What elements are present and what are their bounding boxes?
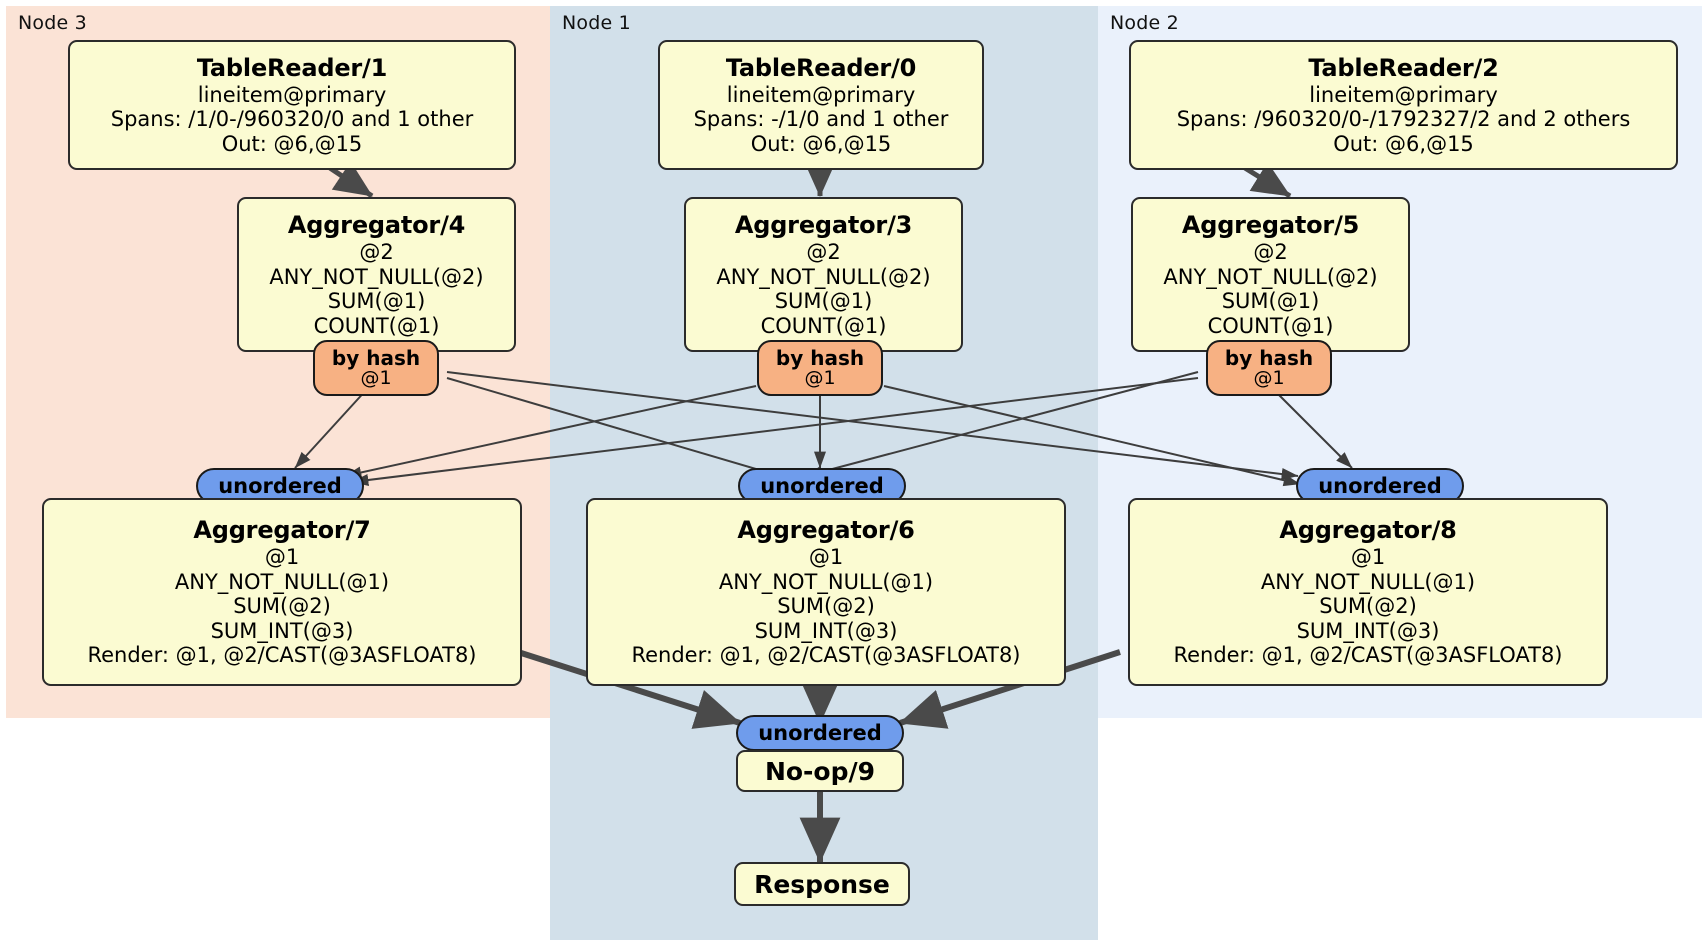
- processor-detail: ANY_NOT_NULL(@2): [716, 264, 931, 289]
- router-type-label: by hash: [1224, 345, 1314, 370]
- synchronizer-unordered-final[interactable]: unordered: [736, 715, 904, 751]
- processor-detail: @2: [359, 240, 394, 264]
- processor-box-aggregator-4[interactable]: Aggregator/4 @2 ANY_NOT_NULL(@2) SUM(@1)…: [237, 197, 516, 352]
- router-column-label: @1: [360, 366, 392, 389]
- processor-detail: COUNT(@1): [760, 313, 887, 338]
- processor-detail: SUM_INT(@3): [754, 618, 898, 643]
- processor-detail: lineitem@primary: [1309, 82, 1498, 107]
- processor-title: TableReader/1: [196, 53, 388, 82]
- processor-detail: ANY_NOT_NULL(@2): [269, 264, 484, 289]
- router-by-hash-right[interactable]: by hash @1: [1206, 340, 1332, 396]
- synchronizer-label: unordered: [760, 473, 884, 498]
- processor-box-tablereader-2[interactable]: TableReader/2 lineitem@primary Spans: /9…: [1129, 40, 1678, 170]
- processor-detail: ANY_NOT_NULL(@2): [1163, 264, 1378, 289]
- node-panel-label: Node 1: [562, 12, 631, 34]
- synchronizer-label: unordered: [218, 473, 342, 498]
- router-type-label: by hash: [331, 345, 421, 370]
- processor-box-tablereader-0[interactable]: TableReader/0 lineitem@primary Spans: -/…: [658, 40, 984, 170]
- synchronizer-label: unordered: [758, 720, 882, 745]
- processor-detail: @2: [806, 240, 841, 264]
- processor-box-aggregator-6[interactable]: Aggregator/6 @1 ANY_NOT_NULL(@1) SUM(@2)…: [586, 498, 1066, 686]
- processor-title: Aggregator/8: [1279, 515, 1457, 544]
- processor-box-aggregator-5[interactable]: Aggregator/5 @2 ANY_NOT_NULL(@2) SUM(@1)…: [1131, 197, 1410, 352]
- processor-detail: @2: [1253, 240, 1288, 264]
- processor-detail: @1: [808, 545, 844, 570]
- processor-detail: Out: @6,@15: [1333, 131, 1474, 156]
- processor-detail: ANY_NOT_NULL(@1): [718, 569, 934, 594]
- processor-detail: COUNT(@1): [313, 313, 440, 338]
- processor-title: Aggregator/4: [287, 210, 466, 239]
- processor-detail: ANY_NOT_NULL(@1): [174, 569, 390, 594]
- node-panel-label: Node 3: [18, 12, 87, 34]
- processor-detail: SUM_INT(@3): [1296, 618, 1440, 643]
- processor-detail: Spans: /1/0-/960320/0 and 1 other: [110, 107, 474, 132]
- processor-detail: Render: @1, @2/CAST(@3ASFLOAT8): [631, 643, 1021, 668]
- processor-box-tablereader-1[interactable]: TableReader/1 lineitem@primary Spans: /1…: [68, 40, 516, 170]
- processor-detail: lineitem@primary: [197, 82, 387, 107]
- processor-title: Response: [754, 869, 890, 899]
- processor-detail: SUM_INT(@3): [210, 618, 354, 643]
- processor-detail: Out: @6,@15: [750, 131, 892, 156]
- router-column-label: @1: [804, 366, 836, 389]
- processor-detail: SUM(@2): [777, 594, 875, 619]
- processor-box-aggregator-7[interactable]: Aggregator/7 @1 ANY_NOT_NULL(@1) SUM(@2)…: [42, 498, 522, 686]
- processor-title: TableReader/0: [725, 53, 917, 82]
- synchronizer-label: unordered: [1318, 473, 1442, 498]
- processor-detail: SUM(@1): [1221, 289, 1320, 314]
- processor-box-aggregator-8[interactable]: Aggregator/8 @1 ANY_NOT_NULL(@1) SUM(@2)…: [1128, 498, 1608, 686]
- processor-title: No-op/9: [764, 756, 876, 786]
- processor-title: Aggregator/6: [737, 515, 915, 544]
- processor-detail: SUM(@2): [233, 594, 331, 619]
- processor-box-response[interactable]: Response: [734, 862, 910, 906]
- processor-detail: Spans: /960320/0-/1792327/2 and 2 others: [1176, 107, 1631, 132]
- processor-detail: SUM(@2): [1319, 594, 1417, 619]
- processor-detail: SUM(@1): [774, 289, 873, 314]
- processor-detail: COUNT(@1): [1207, 313, 1334, 338]
- processor-detail: SUM(@1): [327, 289, 426, 314]
- router-by-hash-center[interactable]: by hash @1: [757, 340, 883, 396]
- processor-detail: Spans: -/1/0 and 1 other: [693, 107, 949, 132]
- processor-detail: Render: @1, @2/CAST(@3ASFLOAT8): [1173, 643, 1563, 668]
- processor-detail: @1: [264, 545, 300, 570]
- node-panel-label: Node 2: [1110, 12, 1179, 34]
- processor-title: Aggregator/5: [1181, 210, 1360, 239]
- processor-detail: lineitem@primary: [726, 82, 916, 107]
- processor-detail: Out: @6,@15: [221, 131, 363, 156]
- processor-title: Aggregator/7: [193, 515, 371, 544]
- processor-title: Aggregator/3: [734, 210, 913, 239]
- processor-detail: ANY_NOT_NULL(@1): [1260, 569, 1476, 594]
- processor-detail: @1: [1350, 545, 1386, 570]
- processor-box-aggregator-3[interactable]: Aggregator/3 @2 ANY_NOT_NULL(@2) SUM(@1)…: [684, 197, 963, 352]
- router-type-label: by hash: [775, 345, 865, 370]
- router-column-label: @1: [1253, 366, 1285, 389]
- processor-title: TableReader/2: [1308, 53, 1499, 82]
- processor-box-no-op-9[interactable]: No-op/9: [736, 750, 904, 792]
- processor-detail: Render: @1, @2/CAST(@3ASFLOAT8): [87, 643, 477, 668]
- router-by-hash-left[interactable]: by hash @1: [313, 340, 439, 396]
